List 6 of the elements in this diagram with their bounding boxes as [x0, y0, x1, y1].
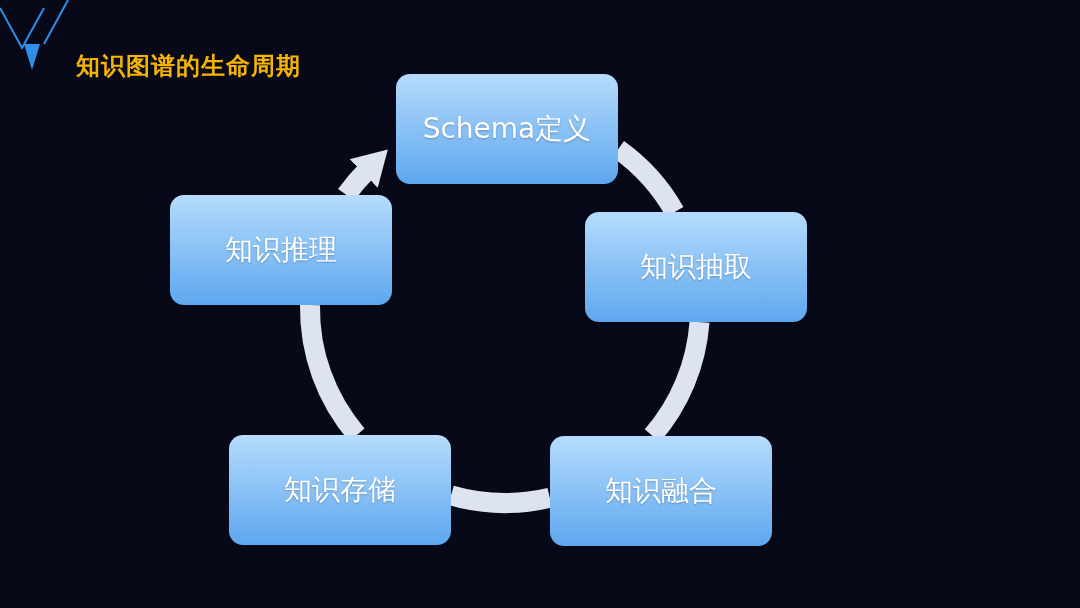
- process-box: 知识融合: [550, 436, 772, 546]
- process-box: 知识推理: [170, 195, 392, 305]
- process-box: 知识存储: [229, 435, 451, 545]
- process-box: 知识抽取: [585, 212, 807, 322]
- process-box: Schema定义: [396, 74, 618, 184]
- slide-title: 知识图谱的生命周期: [76, 51, 301, 82]
